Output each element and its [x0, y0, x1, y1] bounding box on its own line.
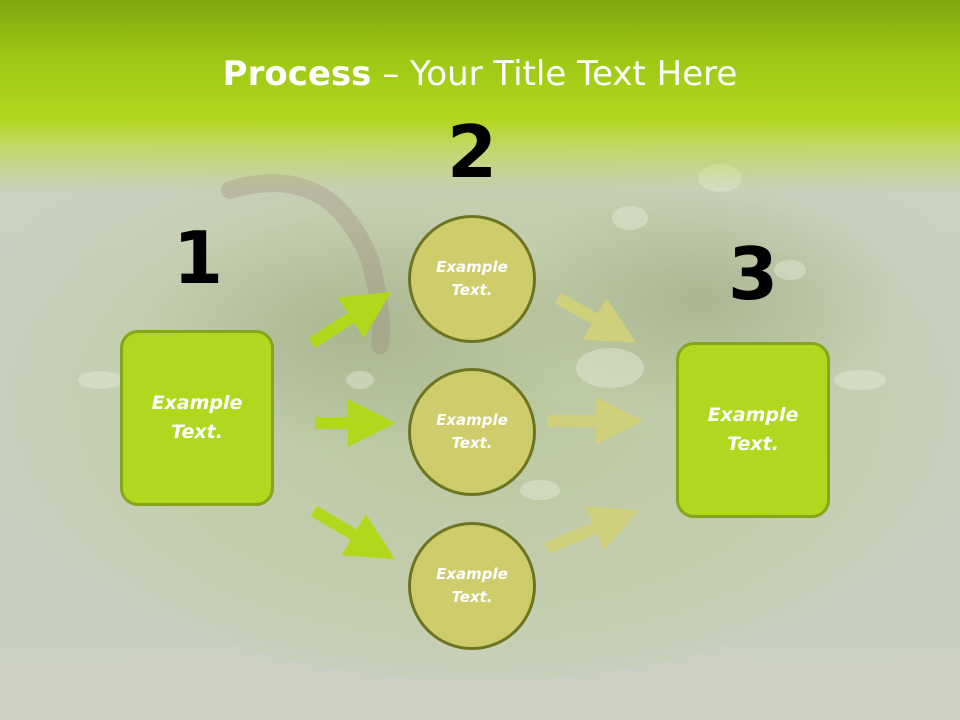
step-2-circle-top: Example Text. [408, 215, 536, 343]
step-2-circle-bottom: Example Text. [408, 522, 536, 650]
step-number-1: 1 [172, 216, 224, 300]
circle-top-line1: Example [436, 258, 508, 276]
circle-bottom-line2: Text. [451, 588, 493, 606]
title-bold: Process [222, 54, 372, 94]
circle-middle-text: Example Text. [427, 409, 517, 455]
step-1-box: Example Text. [120, 330, 274, 506]
circle-bottom-line1: Example [436, 565, 508, 583]
circle-middle-line1: Example [436, 411, 508, 429]
step-3-text-line1: Example [707, 404, 799, 426]
title-dash: – [371, 54, 411, 94]
right-arrow-icon [310, 505, 395, 560]
step-3-box-text: Example Text. [693, 401, 813, 459]
step-number-2: 2 [446, 110, 498, 194]
step-1-text-line2: Text. [171, 421, 223, 443]
step-3-box: Example Text. [676, 342, 830, 518]
step-1-text-line1: Example [151, 392, 243, 414]
right-arrow-icon [308, 291, 392, 349]
circle-bottom-text: Example Text. [427, 563, 517, 609]
slide-title: Process – Your Title Text Here [0, 52, 960, 96]
title-rest: Your Title Text Here [410, 54, 738, 94]
step-3-text-line2: Text. [727, 433, 779, 455]
circle-top-line2: Text. [451, 281, 493, 299]
step-2-circle-middle: Example Text. [408, 368, 536, 496]
header-band [0, 0, 960, 190]
step-number-3: 3 [727, 232, 779, 316]
circle-top-text: Example Text. [427, 256, 517, 302]
step-1-box-text: Example Text. [137, 389, 257, 447]
right-arrow-icon [544, 506, 640, 554]
circle-middle-line2: Text. [451, 434, 493, 452]
right-arrow-icon [555, 292, 637, 343]
